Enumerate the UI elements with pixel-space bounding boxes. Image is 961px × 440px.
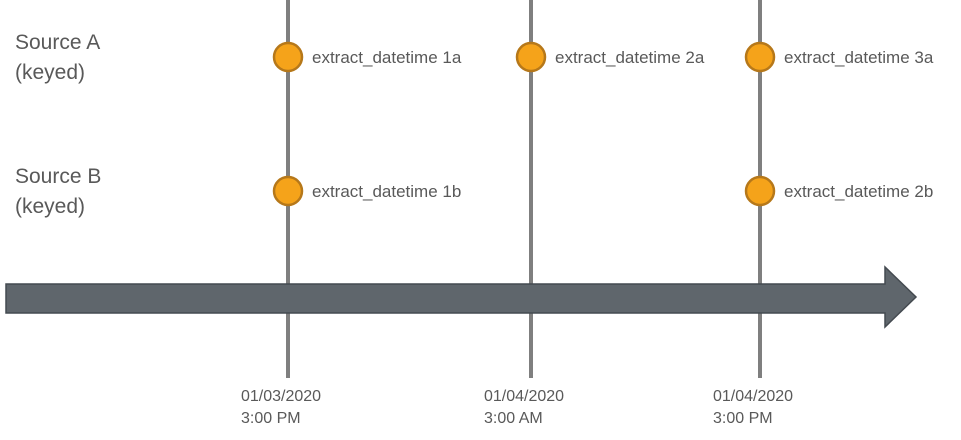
source-name-1: Source A [15,31,100,54]
event-label: extract_datetime 1a [312,48,462,67]
event-label: extract_datetime 2b [784,182,933,201]
timepoint-date-1: 01/03/2020 [241,388,321,405]
source-qualifier-2: (keyed) [15,195,85,218]
source-name-2: Source B [15,165,101,188]
source-labels: Source A (keyed) Source B (keyed) [15,31,101,218]
source-qualifier-1: (keyed) [15,61,85,84]
timepoint-time-2: 3:00 AM [484,410,543,427]
timepoint-time-3: 3:00 PM [713,410,773,427]
event-dot [744,175,776,207]
event-label: extract_datetime 3a [784,48,934,67]
timepoint-labels: 01/03/2020 3:00 PM 01/04/2020 3:00 AM 01/04/… [241,388,793,427]
timepoint-date-3: 01/04/2020 [713,388,793,405]
timepoint-date-2: 01/04/2020 [484,388,564,405]
event-dot [515,41,547,73]
event-dot [272,175,304,207]
event-label: extract_datetime 2a [555,48,705,67]
event-dot [272,41,304,73]
timepoint-time-1: 3:00 PM [241,410,301,427]
event-label: extract_datetime 1b [312,182,461,201]
timeline-arrow [5,265,918,329]
event-dot [744,41,776,73]
event-markers: extract_datetime 1a extract_datetime 2a ex… [272,41,934,207]
